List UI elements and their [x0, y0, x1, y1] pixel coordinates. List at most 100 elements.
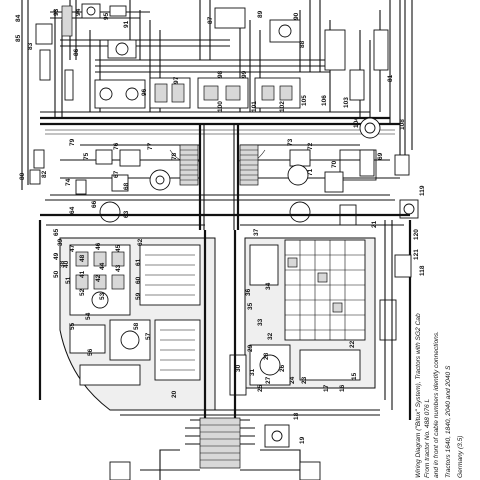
label-119: 119 [419, 185, 426, 196]
label-63: 63 [123, 210, 130, 218]
label-41: 41 [79, 270, 86, 278]
label-118: 118 [419, 265, 426, 276]
label-65: 65 [53, 228, 60, 236]
label-81: 81 [387, 74, 394, 82]
label-25: 25 [257, 384, 264, 392]
label-108: 108 [399, 119, 406, 130]
label-77: 77 [147, 142, 154, 150]
label-103: 103 [343, 97, 350, 108]
label-32: 32 [267, 332, 274, 340]
label-72: 72 [307, 142, 314, 150]
label-70: 70 [331, 160, 338, 168]
label-40: 40 [63, 260, 70, 268]
label-79: 79 [69, 138, 76, 146]
label-29: 29 [247, 344, 254, 352]
label-88: 88 [299, 40, 306, 48]
middle-harness [29, 124, 419, 230]
label-44: 44 [99, 262, 106, 270]
label-84: 84 [15, 14, 22, 22]
label-87: 87 [207, 16, 214, 24]
label-100: 100 [217, 101, 224, 112]
label-98: 98 [217, 70, 224, 78]
top-harness [21, 0, 413, 190]
label-38: 38 [59, 260, 66, 268]
label-17: 17 [323, 384, 330, 392]
label-15: 15 [351, 372, 358, 380]
label-56: 56 [87, 348, 94, 356]
label-97: 97 [173, 76, 180, 84]
caption-line-5: Germany (3.5) [457, 435, 464, 478]
label-93: 93 [53, 8, 60, 16]
label-27: 27 [265, 376, 272, 384]
label-78: 78 [171, 152, 178, 160]
label-83: 83 [27, 42, 34, 50]
label-36: 36 [245, 288, 252, 296]
label-99: 99 [241, 70, 248, 78]
label-86: 86 [73, 48, 80, 56]
cab-panels [38, 213, 412, 480]
label-120: 120 [413, 229, 420, 240]
label-24: 24 [289, 376, 296, 384]
label-23: 23 [301, 376, 308, 384]
label-26: 26 [279, 364, 286, 372]
label-82: 82 [41, 170, 48, 178]
label-45: 45 [115, 244, 122, 252]
label-35: 35 [247, 302, 254, 310]
label-42: 42 [95, 274, 102, 282]
label-96: 96 [141, 88, 148, 96]
label-51: 51 [65, 276, 72, 284]
label-59: 59 [135, 292, 142, 300]
label-52: 52 [79, 288, 86, 296]
label-106: 106 [321, 95, 328, 106]
label-33: 33 [257, 318, 264, 326]
label-21: 21 [371, 220, 378, 228]
label-48: 48 [79, 254, 86, 262]
label-57: 57 [145, 332, 152, 340]
label-94: 94 [75, 8, 82, 16]
label-62: 62 [137, 238, 144, 246]
label-19: 19 [299, 436, 306, 444]
label-67: 67 [113, 170, 120, 178]
label-101: 101 [251, 101, 258, 112]
label-58: 58 [133, 322, 140, 330]
label-74: 74 [65, 178, 72, 186]
label-60: 60 [135, 276, 142, 284]
label-18: 18 [293, 412, 300, 420]
label-16: 16 [339, 384, 346, 392]
label-39: 39 [57, 238, 64, 246]
label-54: 54 [85, 312, 92, 320]
label-31: 31 [249, 368, 256, 376]
label-104: 104 [353, 117, 360, 128]
component-numbers: 84 93 94 95 91 85 83 86 87 89 90 98 99 8… [15, 8, 426, 444]
label-102: 102 [279, 101, 286, 112]
label-80: 80 [19, 172, 26, 180]
label-34: 34 [265, 282, 272, 290]
label-22: 22 [349, 340, 356, 348]
label-64: 64 [69, 206, 76, 214]
label-55: 55 [69, 322, 76, 330]
label-121: 121 [413, 249, 420, 260]
label-76: 76 [113, 142, 120, 150]
label-53: 53 [99, 292, 106, 300]
label-66: 66 [91, 200, 98, 208]
label-49: 49 [53, 252, 60, 260]
label-28: 28 [263, 352, 270, 360]
label-105: 105 [301, 95, 308, 106]
label-37: 37 [253, 228, 260, 236]
label-46: 46 [95, 242, 102, 250]
label-90: 90 [293, 12, 300, 20]
label-71: 71 [307, 168, 314, 176]
label-68: 68 [123, 182, 130, 190]
caption-line-3: and in front of cable numbers identify c… [433, 331, 440, 478]
label-75: 75 [83, 152, 90, 160]
label-85: 85 [15, 34, 22, 42]
caption-line-2: From tractor No. 488 076 L [424, 399, 431, 478]
label-47: 47 [69, 244, 76, 252]
label-89: 89 [257, 10, 264, 18]
caption-line-1: Wiring Diagram ("Bitux" System), Tractor… [415, 313, 422, 478]
label-69: 69 [377, 152, 384, 160]
label-95: 95 [103, 12, 110, 20]
label-61: 61 [135, 258, 142, 266]
label-30: 30 [235, 364, 242, 372]
